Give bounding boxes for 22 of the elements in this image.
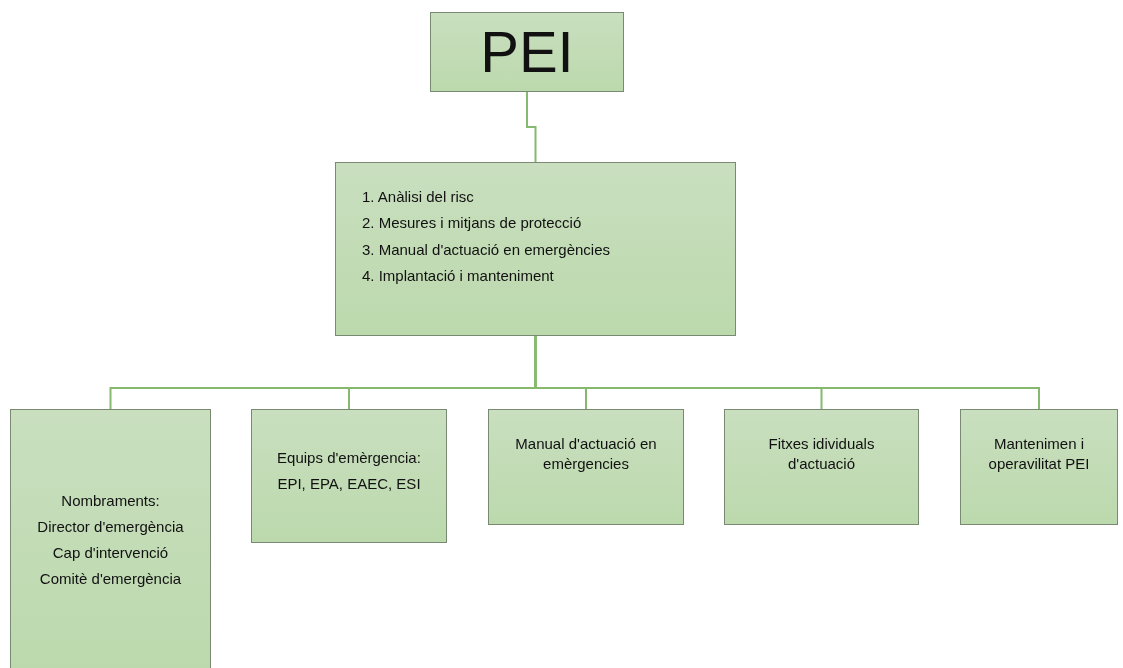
box-text: EPI, EPA, EAEC, ESI — [277, 474, 421, 495]
connector-line — [526, 91, 537, 163]
list-item-text: 3. Manual d'actuació en emergències — [362, 239, 610, 260]
process-box — [960, 409, 1118, 525]
process-box — [10, 409, 211, 668]
list-item-text: 4. Implantació i manteniment — [362, 265, 554, 286]
list-item-text: 2. Mesures i mitjans de protecció — [362, 213, 582, 234]
process-box — [251, 409, 447, 543]
box-text: Manual d'actuació en emèrgencies — [514, 434, 658, 475]
list-item-text: 1. Anàlisi del risc — [362, 187, 474, 207]
box-text: Cap d'intervenció — [52, 543, 169, 563]
box-text: Nombraments: — [61, 490, 160, 511]
process-box — [724, 409, 919, 525]
process-box — [488, 409, 684, 525]
title-text: PEI — [480, 23, 574, 81]
title-box — [430, 12, 624, 92]
box-text: Mantenimen i operavilitat PEI — [987, 434, 1091, 475]
box-text: Equips d'emèrgencia: — [277, 448, 421, 468]
box-text: Director d'emergència — [37, 516, 184, 537]
box-text: Comitè d'emergència — [39, 569, 182, 590]
box-text: Fitxes idividuals d'actuació — [767, 434, 876, 475]
process-box — [335, 162, 736, 336]
